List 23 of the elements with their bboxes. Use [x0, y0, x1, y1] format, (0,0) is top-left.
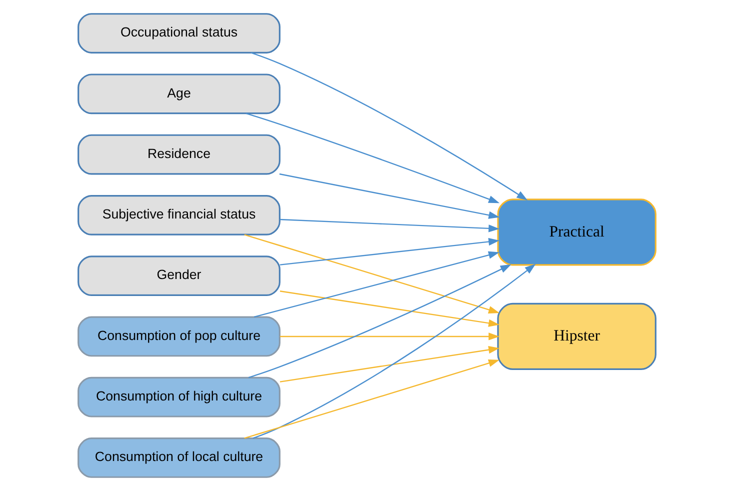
arrow	[280, 332, 500, 340]
arrow	[244, 234, 500, 313]
node-box: Residence	[78, 134, 280, 174]
node-box: Gender	[78, 255, 280, 296]
node-box: Hipster	[497, 302, 656, 370]
arrow	[248, 264, 512, 378]
node-box: Occupational status	[78, 12, 280, 53]
node-box: Age	[78, 73, 280, 114]
arrow	[250, 52, 528, 200]
arrow	[279, 172, 500, 218]
arrow	[280, 218, 500, 232]
node-box: Consumption of high culture	[78, 376, 280, 417]
node-box: Subjective financial status	[78, 194, 280, 235]
node-box: Consumption of local culture	[78, 437, 280, 478]
arrow	[252, 263, 536, 438]
arrow	[246, 112, 500, 203]
arrow	[244, 358, 500, 438]
arrow	[280, 237, 500, 265]
arrow	[254, 250, 500, 318]
arrow	[280, 290, 500, 326]
node-box: Consumption of pop culture	[78, 316, 280, 356]
node-box: Practical	[497, 198, 656, 266]
arrow	[280, 346, 500, 382]
